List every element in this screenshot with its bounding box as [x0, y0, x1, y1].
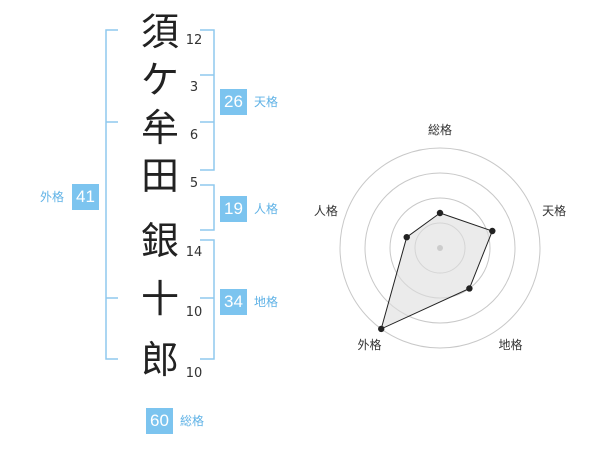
- stroke-count-2: 3: [189, 80, 199, 95]
- gaikaku-bracket: [105, 29, 118, 360]
- right-brackets: [200, 29, 215, 360]
- name-char-6: 十: [140, 277, 179, 321]
- jinkaku-bracket: [200, 184, 215, 231]
- name-char-1: 須: [140, 10, 179, 54]
- soukaku-value: 60: [146, 408, 173, 434]
- radar-ring-4: [339, 147, 541, 349]
- stroke-count-7: 10: [185, 366, 203, 381]
- radar-axis-label-5: 人格: [314, 203, 338, 218]
- radar-point-3: [466, 285, 473, 292]
- stroke-count-6: 10: [185, 305, 203, 320]
- chikaku-bracket: [200, 239, 215, 360]
- tenkaku-bracket: [200, 29, 215, 171]
- chikaku-label: 地格: [254, 295, 279, 309]
- radar-center: [437, 245, 443, 251]
- stroke-count-1: 12: [185, 33, 203, 48]
- stroke-count-4: 5: [189, 176, 199, 191]
- radar-axis-label-2: 天格: [542, 203, 566, 218]
- gaikaku-value: 41: [72, 184, 99, 210]
- name-char-3: 牟: [140, 106, 179, 150]
- name-char-5: 銀: [140, 219, 179, 263]
- radar-axis-label-1: 総格: [428, 122, 452, 137]
- soukaku-label: 総格: [180, 414, 205, 428]
- gaikaku-label: 外格: [40, 190, 65, 204]
- chikaku-value: 34: [220, 289, 247, 315]
- tenkaku-value: 26: [220, 89, 247, 115]
- radar-ring-3: [364, 172, 516, 324]
- radar-polygon: [380, 212, 493, 330]
- radar-point-1: [436, 209, 444, 217]
- radar-point-5: [403, 233, 410, 241]
- name-char-7: 郎: [140, 338, 179, 382]
- radar-point-2: [489, 227, 496, 235]
- name-char-2: ケ: [140, 58, 179, 102]
- tenkaku-label: 天格: [254, 95, 279, 109]
- stroke-count-5: 14: [185, 245, 203, 260]
- jinkaku-value: 19: [220, 196, 247, 222]
- name-char-4: 田: [140, 154, 179, 198]
- stroke-count-3: 6: [189, 128, 199, 143]
- radar-axis-label-3: 地格: [498, 337, 522, 352]
- radar-point-4: [378, 325, 385, 333]
- radar-axis-label-4: 外格: [357, 337, 381, 352]
- jinkaku-label: 人格: [254, 202, 279, 216]
